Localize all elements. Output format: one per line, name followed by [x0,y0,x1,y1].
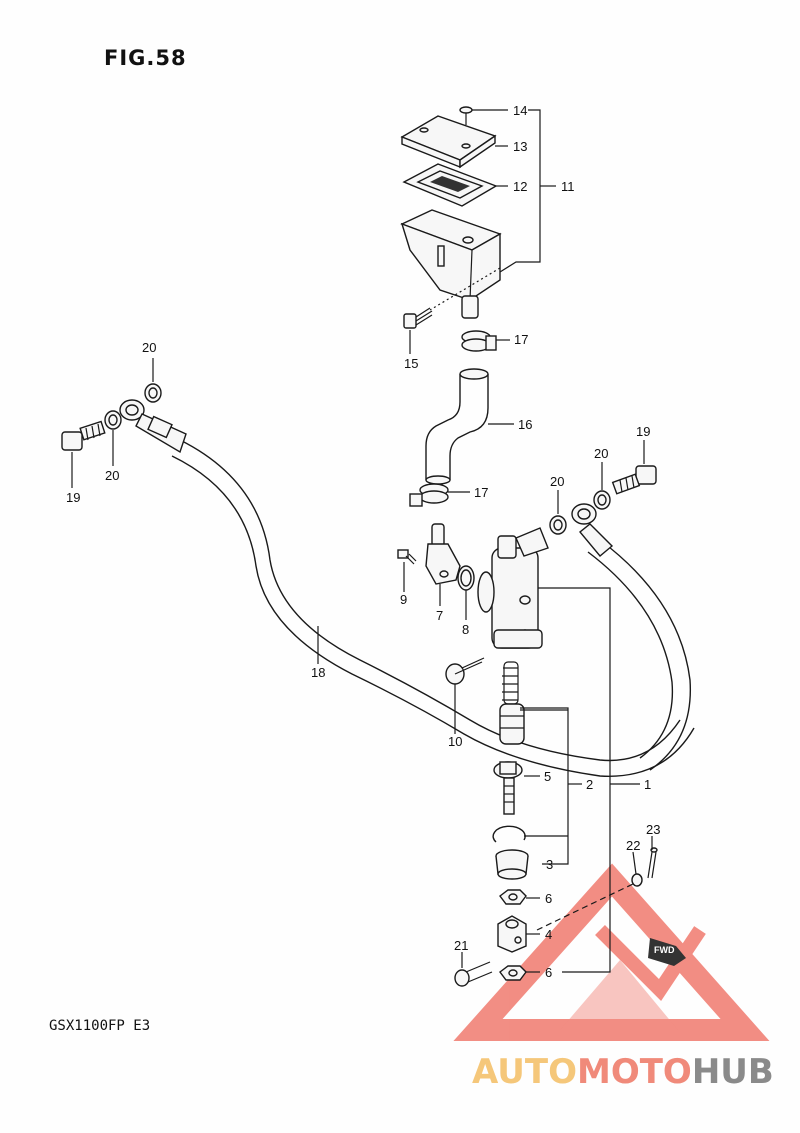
callout-18: 18 [311,665,325,680]
callout-6-lower: 6 [545,965,552,980]
mounting-bolt [445,657,485,685]
callout-2: 2 [586,777,593,792]
model-code: GSX1100FP E3 [49,1018,151,1034]
brake-hose [171,439,695,777]
left-washer-top [144,383,162,403]
hose-clamp-upper [461,330,497,352]
left-banjo-fitting [119,399,187,454]
callout-20-right-mid: 20 [550,474,564,489]
callout-19-right: 19 [636,424,650,439]
lock-nut-lower [499,965,527,981]
watermark-hub: HUB [691,1052,774,1092]
master-cylinder-body [477,527,549,649]
callout-6-upper: 6 [545,891,552,906]
callout-8: 8 [462,622,469,637]
callout-4: 4 [545,927,552,942]
right-washer-top [593,490,611,510]
callout-20-left-top: 20 [142,340,156,355]
callout-14: 14 [513,103,527,118]
callout-15: 15 [404,356,418,371]
leader-lines [71,109,653,973]
push-rod [493,761,523,815]
watermark-brand: AUTOMOTOHUB [472,1052,774,1092]
right-washer-mid [549,515,567,535]
callout-19-left: 19 [66,490,80,505]
right-banjo-fitting [571,503,614,557]
callout-12: 12 [513,179,527,194]
reservoir-bolt [403,307,433,329]
rod-boot [495,849,529,880]
callout-7: 7 [436,608,443,623]
callout-16: 16 [518,417,532,432]
clevis [497,915,527,953]
watermark-auto: AUTO [472,1052,577,1092]
callout-11: 11 [561,179,575,194]
callout-5: 5 [544,769,551,784]
piston-spring [499,661,525,745]
left-union-bolt [61,420,106,451]
callout-1: 1 [644,777,651,792]
inlet-elbow [425,523,461,585]
pin-washer [631,873,643,887]
callout-9: 9 [400,592,407,607]
clevis-pin [454,961,493,987]
callout-17-upper: 17 [514,332,528,347]
reservoir-cap [400,115,497,169]
callout-20-right-top: 20 [594,446,608,461]
callout-20-left-bottom: 20 [105,468,119,483]
left-washer-bottom [104,410,122,430]
hose-clamp-lower [409,483,449,507]
callout-23: 23 [646,822,660,837]
circlip [492,825,526,843]
fwd-label: FWD [654,945,675,955]
lock-nut-upper [499,889,527,905]
reservoir-body [400,209,502,319]
fwd-arrow: FWD [648,938,686,966]
inlet-screw [397,549,417,565]
callout-10: 10 [448,734,462,749]
right-hose [587,539,692,771]
reservoir-hose [425,368,489,485]
reservoir-diaphragm [402,163,498,207]
figure-title: FIG.58 [104,46,187,70]
watermark-moto: MOTO [576,1052,692,1092]
cotter-pin [647,847,658,879]
callout-13: 13 [513,139,527,154]
callout-22: 22 [626,838,640,853]
callout-labels: 14 13 12 11 15 17 16 17 20 20 19 20 20 1… [66,103,660,980]
o-ring [457,565,475,591]
right-union-bolt [611,465,657,495]
reservoir-screw [459,106,473,125]
callout-3: 3 [546,857,553,872]
callout-21: 21 [454,938,468,953]
callout-17-lower: 17 [474,485,488,500]
